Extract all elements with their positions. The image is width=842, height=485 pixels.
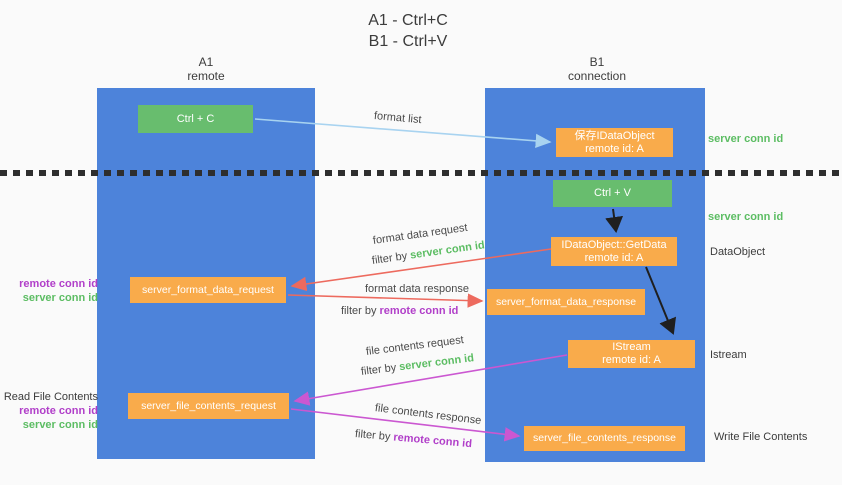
server-format-data-request-label: server_format_data_request xyxy=(142,283,274,296)
server-conn-id-text: server conn id xyxy=(398,352,475,374)
lane-header-b1: B1 connection xyxy=(547,55,647,83)
server-file-contents-request-node: server_file_contents_request xyxy=(128,393,289,419)
dataobject-annotation: DataObject xyxy=(710,246,766,258)
server-conn-id-text: server conn id xyxy=(409,239,486,262)
format-data-response-filter-label: filter by remote conn id xyxy=(341,305,458,317)
server-file-contents-response-label: server_file_contents_response xyxy=(532,432,676,444)
save-dataobject-node: 保存IDataObject remote id: A xyxy=(556,128,673,157)
session-separator-dashed-line xyxy=(0,170,842,176)
ctrl-v-node: Ctrl + V xyxy=(553,180,672,207)
filter-by-text: filter by xyxy=(371,250,408,267)
left-conn-id-annotations-bottom: Read File Contents remote conn id server… xyxy=(0,390,98,432)
title-line-1: A1 - Ctrl+C xyxy=(368,12,448,29)
istream-line1: IStream xyxy=(612,341,651,353)
server-conn-id-annotation-top: server conn id xyxy=(708,133,784,145)
server-format-data-request-node: server_format_data_request xyxy=(130,277,286,303)
ctrl-c-label: Ctrl + C xyxy=(176,112,215,125)
filter-by-text: filter by xyxy=(341,305,377,317)
filter-by-text: filter by xyxy=(360,361,397,378)
ctrl-c-node: Ctrl + C xyxy=(138,105,253,133)
format-data-response-arrow xyxy=(287,293,484,308)
filter-by-text: filter by xyxy=(354,428,391,444)
format-list-label: format list xyxy=(373,110,423,127)
server-file-contents-response-node: server_file_contents_response xyxy=(524,426,685,451)
server-file-contents-request-label: server_file_contents_request xyxy=(141,399,276,412)
getdata-line1: IDataObject::GetData xyxy=(561,238,667,251)
istream-node: IStream remote id: A xyxy=(568,340,695,368)
remote-conn-id-annotation: remote conn id xyxy=(19,278,98,290)
save-dataobject-line2: remote id: A xyxy=(585,142,644,155)
lane-header-a1: A1 remote xyxy=(156,55,256,83)
lane-b1-name: B1 xyxy=(589,55,605,69)
diagram-title: A1 - Ctrl+C B1 - Ctrl+V xyxy=(308,10,508,52)
file-contents-response-filter-label: filter by remote conn id xyxy=(354,428,472,450)
read-file-contents-annotation: Read File Contents xyxy=(3,391,98,403)
left-conn-id-annotations-top: remote conn id server conn id xyxy=(0,277,98,305)
remote-conn-id-annotation: remote conn id xyxy=(19,405,98,417)
lane-a1-name: A1 xyxy=(198,55,214,69)
server-format-data-response-node: server_format_data_response xyxy=(487,289,645,315)
save-dataobject-line1: 保存IDataObject xyxy=(574,129,655,142)
getdata-node: IDataObject::GetData remote id: A xyxy=(551,237,677,266)
ctrl-v-label: Ctrl + V xyxy=(594,187,631,199)
lane-b1-role: connection xyxy=(567,69,627,83)
file-contents-response-label: file contents response xyxy=(374,402,482,427)
server-format-data-response-label: server_format_data_response xyxy=(495,295,637,308)
getdata-line2: remote id: A xyxy=(584,251,644,264)
server-conn-id-annotation: server conn id xyxy=(22,292,98,304)
istream-annotation: Istream xyxy=(710,349,747,361)
write-file-contents-annotation: Write File Contents xyxy=(714,431,808,443)
title-line-2: B1 - Ctrl+V xyxy=(368,33,448,50)
remote-conn-id-text: remote conn id xyxy=(379,305,459,317)
server-conn-id-annotation-mid: server conn id xyxy=(708,211,784,223)
istream-line2: remote id: A xyxy=(602,354,661,366)
format-data-response-label: format data response xyxy=(365,283,469,295)
remote-conn-id-text: remote conn id xyxy=(392,431,473,451)
server-conn-id-annotation: server conn id xyxy=(22,419,98,431)
lane-a1-role: remote xyxy=(187,69,225,83)
